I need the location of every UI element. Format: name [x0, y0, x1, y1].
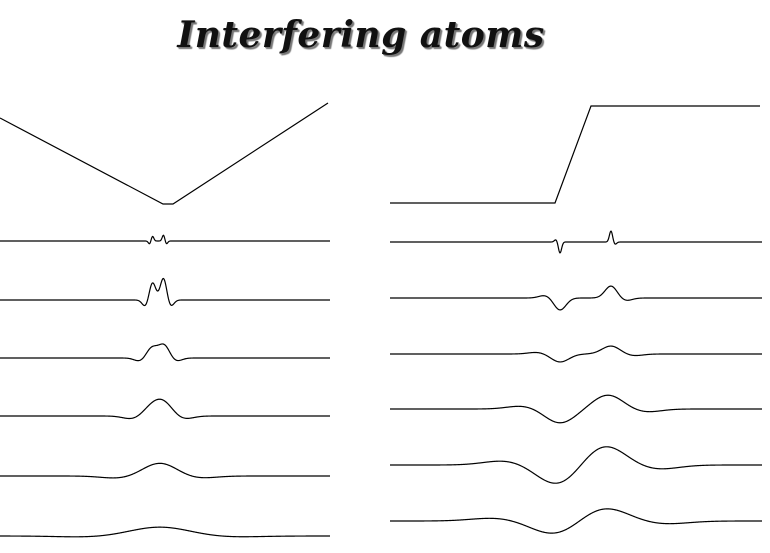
- left-wave-4: [0, 398, 330, 420]
- right-wave-3: [390, 345, 762, 363]
- left-wave-2: [0, 277, 330, 307]
- page-title: Interfering atoms: [177, 14, 545, 56]
- right-wave-4: [390, 394, 762, 424]
- right-column: [390, 105, 762, 534]
- right-wave-2: [390, 285, 762, 311]
- right-wave-6: [390, 508, 762, 534]
- left-wave-6: [0, 526, 330, 538]
- right-wave-1: [390, 230, 762, 254]
- left-wave-3: [0, 343, 330, 362]
- left-wave-5: [0, 462, 330, 479]
- right-envelope: [390, 105, 760, 204]
- left-envelope: [0, 102, 329, 205]
- right-wave-5: [390, 446, 762, 484]
- left-column: [0, 102, 330, 538]
- left-wave-1: [0, 234, 330, 245]
